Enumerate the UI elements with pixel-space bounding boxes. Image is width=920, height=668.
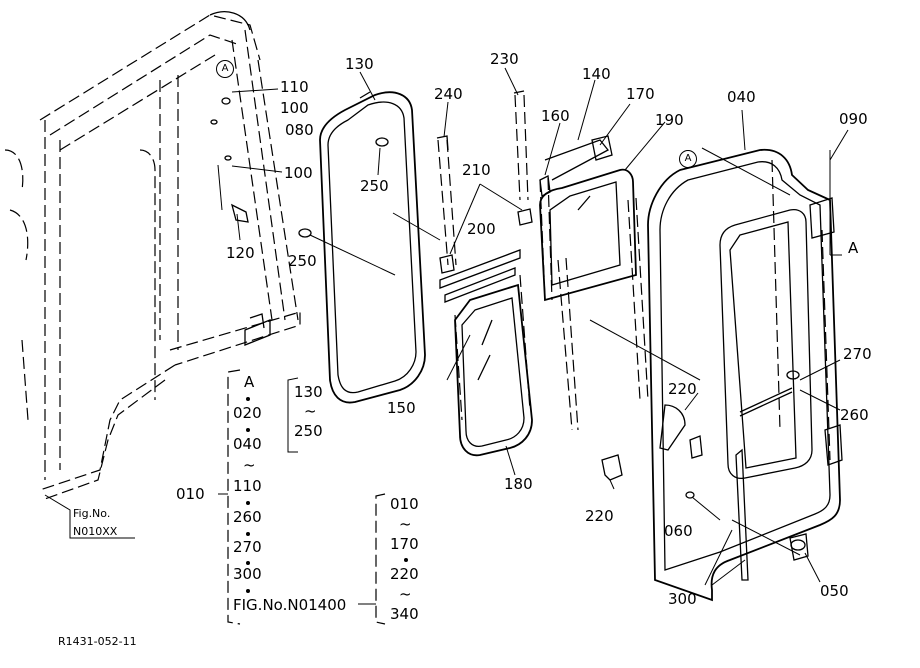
group-left-item-2: 020 xyxy=(233,404,262,422)
callout-230: 230 xyxy=(490,50,519,68)
reference-marker-a-right: A xyxy=(679,150,697,168)
group-right-from-1: 010 xyxy=(390,495,419,513)
group-right-tilde-2: ~ xyxy=(399,585,412,603)
door-frame-040-drawing xyxy=(601,147,843,602)
callout-100-upper: 100 xyxy=(280,99,309,117)
callout-010: 010 xyxy=(176,485,205,503)
callout-060: 060 xyxy=(664,522,693,540)
group-left-item-6: 270 xyxy=(233,538,262,556)
callout-210: 210 xyxy=(462,161,491,179)
window-180-drawing xyxy=(446,274,533,476)
group-left-bullet xyxy=(246,561,250,565)
group-left-bullet xyxy=(246,589,250,593)
callout-170: 170 xyxy=(626,85,655,103)
callout-250-upper: 250 xyxy=(360,177,389,195)
callout-180: 180 xyxy=(504,475,533,493)
group-left-bullet xyxy=(246,428,250,432)
group-right-tilde-1: ~ xyxy=(399,515,412,533)
window-130-drawing xyxy=(298,91,441,404)
callout-240: 240 xyxy=(434,85,463,103)
group-130-250-from: 130 xyxy=(294,383,323,401)
group-130-250-to: 250 xyxy=(294,422,323,440)
group-right-bullet xyxy=(404,558,408,562)
group-left-item-4: 110 xyxy=(233,477,262,495)
group-left-bullet xyxy=(246,532,250,536)
drawing-number: R1431-052-11 xyxy=(58,635,137,648)
callout-260: 260 xyxy=(840,406,869,424)
group-left-item-3: 040 xyxy=(233,435,262,453)
group-left-bullet xyxy=(246,397,250,401)
reference-marker-a-left: A xyxy=(216,60,234,78)
callout-130: 130 xyxy=(345,55,374,73)
callout-040: 040 xyxy=(727,88,756,106)
callout-140: 140 xyxy=(582,65,611,83)
callout-200: 200 xyxy=(467,220,496,238)
callout-080: 080 xyxy=(285,121,314,139)
group-left-range-tilde: ~ xyxy=(243,456,256,474)
callout-190: 190 xyxy=(655,111,684,129)
callout-270: 270 xyxy=(843,345,872,363)
group-left-bullet xyxy=(246,501,250,505)
callout-a-right: A xyxy=(848,239,859,257)
cab-frame-drawing xyxy=(4,11,301,539)
callout-220-lower: 220 xyxy=(585,507,614,525)
callout-050: 050 xyxy=(820,582,849,600)
group-right-to-2: 340 xyxy=(390,605,419,623)
group-right-to-1: 170 xyxy=(390,535,419,553)
callout-300: 300 xyxy=(668,590,697,608)
group-left-fig-ref: FIG.No.N01400 xyxy=(233,596,347,614)
fig-box-line-1: Fig.No. xyxy=(73,507,111,520)
group-left-item-1: A xyxy=(244,373,255,391)
leader-lines xyxy=(218,67,849,625)
callout-090: 090 xyxy=(839,110,868,128)
callout-220-upper: 220 xyxy=(668,380,697,398)
callout-110: 110 xyxy=(280,78,309,96)
group-right-from-2: 220 xyxy=(390,565,419,583)
callout-150: 150 xyxy=(387,399,416,417)
callout-100-lower: 100 xyxy=(284,164,313,182)
callout-250-lower: 250 xyxy=(288,252,317,270)
callout-120: 120 xyxy=(226,244,255,262)
group-left-item-7: 300 xyxy=(233,565,262,583)
group-left-item-5: 260 xyxy=(233,508,262,526)
callout-160: 160 xyxy=(541,107,570,125)
seal-strips-drawing xyxy=(436,90,533,303)
fig-box-line-2: N010XX xyxy=(73,525,118,538)
group-130-250-tilde: ~ xyxy=(304,402,317,420)
